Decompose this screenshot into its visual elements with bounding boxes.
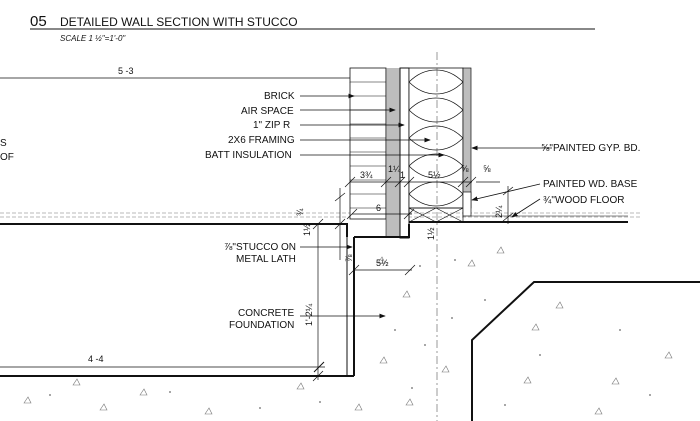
gypsum-board	[462, 67, 472, 209]
label-batt-insulation: BATT INSULATION	[205, 150, 292, 161]
dim-stud: 5½	[428, 170, 441, 180]
dim-footing: 5½	[376, 258, 389, 268]
left-edge-text-1: S	[0, 138, 7, 149]
dim-small-34: ¾	[295, 208, 305, 216]
footing-dim	[348, 264, 416, 276]
dim-sill: 1½	[426, 227, 436, 240]
dim-gyp-2: ⅝	[483, 164, 491, 174]
left-leaders	[300, 93, 445, 319]
label-metal-lath: METAL LATH	[236, 254, 296, 265]
label-wood-base: PAINTED WD. BASE	[543, 179, 638, 190]
left-edge-text-2: OF	[0, 152, 14, 163]
floor-level-lines	[0, 212, 640, 218]
right-leaders	[471, 145, 552, 218]
top-dimension: 5 -3	[0, 66, 361, 84]
batt-insulation	[408, 67, 464, 209]
wall-layer-dims	[344, 176, 500, 188]
air-space-fill	[386, 68, 400, 238]
bottom-plate	[408, 207, 464, 223]
ledge-dim	[346, 208, 415, 220]
dim-foundation-vertical: 1'-2¼	[304, 303, 314, 326]
label-concrete: CONCRETE	[238, 308, 294, 319]
label-foundation: FOUNDATION	[229, 320, 294, 331]
detail-title: DETAILED WALL SECTION WITH STUCCO	[60, 15, 298, 29]
gyp-fraction: ⅝"	[541, 143, 553, 154]
foundation-vertical-dims	[312, 188, 346, 382]
scale-note: SCALE 1 ½"=1'-0"	[60, 34, 126, 43]
brick-veneer	[349, 67, 387, 220]
stucco-fraction: ⅞"	[224, 242, 236, 253]
foundation	[0, 223, 700, 421]
label-framing: 2X6 FRAMING	[228, 135, 295, 146]
dim-zip: 1	[400, 170, 405, 180]
label-zip-r: 1" ZIP R	[253, 120, 290, 131]
wood-base	[462, 191, 472, 217]
dim-brick: 3¾	[360, 170, 373, 180]
label-air-space: AIR SPACE	[241, 106, 294, 117]
label-wood-floor: WOOD FLOOR	[555, 195, 624, 206]
label-brick: BRICK	[264, 91, 295, 102]
detail-number: 05	[30, 13, 47, 30]
dim-small-112: 1½	[302, 223, 312, 236]
label-stucco: STUCCO ON	[236, 242, 296, 253]
svg-text:4 -4: 4 -4	[88, 354, 104, 364]
concrete-hatch	[23, 246, 673, 415]
bottom-dimension: 4 -4	[0, 354, 325, 373]
zip-sheathing	[399, 67, 410, 239]
dim-air: 1¼	[388, 164, 401, 174]
dim-ledge: 6	[376, 203, 381, 213]
dim-gyp-1: ⅝	[461, 164, 469, 174]
label-gyp-board: PAINTED GYP. BD.	[553, 143, 640, 154]
dim-base-height: 2¼	[494, 205, 504, 218]
dim-stucco: ⅞	[344, 254, 354, 262]
floor-fraction: ¾"	[543, 195, 555, 206]
svg-text:5 -3: 5 -3	[118, 66, 134, 76]
